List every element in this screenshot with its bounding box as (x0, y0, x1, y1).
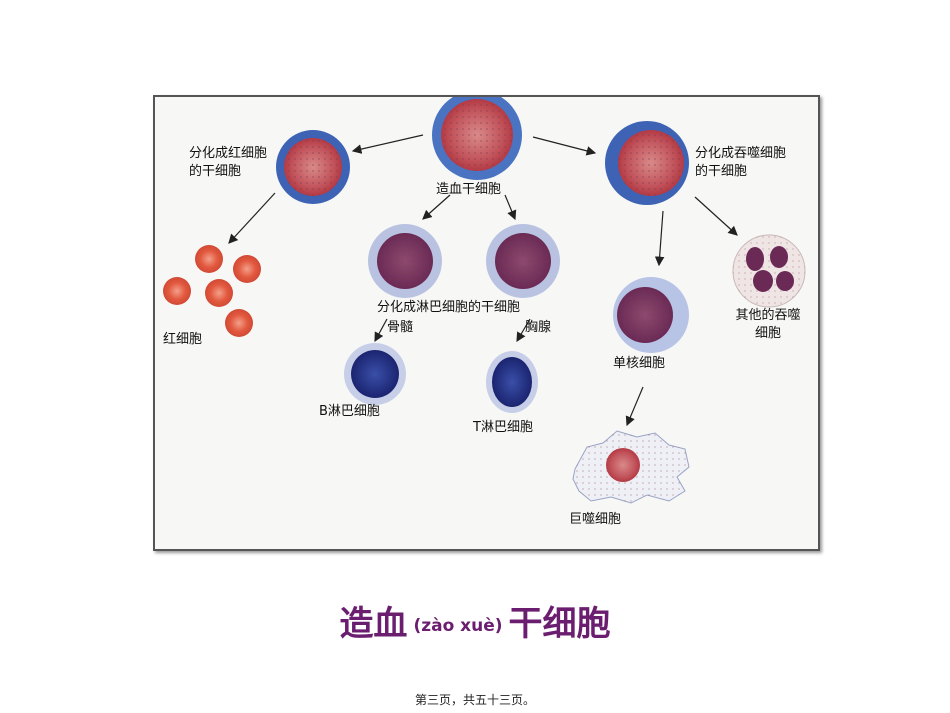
label-t-cell: T淋巴细胞 (473, 420, 533, 435)
macrophage-cell (572, 430, 690, 504)
lymphoid-progenitor-right (486, 224, 560, 298)
monocyte-cell (613, 277, 689, 353)
stem-cell (432, 97, 522, 180)
page-footer: 第三页，共五十三页。 (414, 693, 535, 707)
label-stem-cell: 造血干细胞 (436, 182, 502, 197)
slide-caption: 造血(zào xuè)干细胞 (0, 596, 950, 645)
label-macrophage: 巨噬细胞 (569, 512, 622, 527)
caption-main-a: 造血 (339, 604, 408, 644)
caption-pinyin: (zào xuè) (413, 616, 503, 636)
hematopoiesis-diagram: 造血干细胞 分化成红细胞的干细胞 红细胞 分化成淋巴细胞的干细胞 骨髓 胸腺 B… (153, 95, 820, 551)
arrow-to-b-cell (374, 318, 388, 343)
label-bone-marrow: 骨髓 (387, 320, 414, 335)
label-red-blood-cells: 红细胞 (163, 332, 203, 347)
label-myeloid-progenitor: 分化成吞噬细胞的干细胞 (695, 146, 787, 179)
arrow-to-erythroid (351, 134, 424, 154)
arrow-to-myeloid (532, 136, 597, 156)
caption-main-b: 干细胞 (508, 604, 611, 644)
myeloid-progenitor-cell (605, 121, 689, 205)
arrow-to-macrophage (625, 386, 644, 427)
diagram-drawing (163, 97, 806, 504)
label-thymus: 胸腺 (525, 320, 552, 335)
arrow-to-lymphoid-right (504, 194, 517, 221)
label-b-cell: B淋巴细胞 (319, 404, 380, 419)
red-blood-cells (163, 245, 261, 337)
t-lymphocyte (486, 351, 538, 413)
lymphoid-progenitor-left (368, 224, 442, 298)
arrow-to-monocyte (654, 210, 665, 267)
other-phagocyte-cell (732, 234, 806, 308)
label-erythroid-progenitor: 分化成红细胞的干细胞 (189, 146, 268, 179)
arrow-to-t-cell (516, 318, 531, 343)
arrow-to-lymphoid-left (422, 194, 451, 220)
label-lymphoid-progenitor: 分化成淋巴细胞的干细胞 (377, 300, 521, 315)
label-monocyte: 单核细胞 (613, 356, 666, 371)
arrow-to-rbc (228, 192, 276, 244)
arrow-to-other-phagocytes (694, 196, 738, 236)
b-lymphocyte (344, 343, 406, 405)
arrows (228, 134, 738, 427)
erythroid-progenitor-cell (276, 130, 350, 204)
label-other-phagocytes: 其他的吞噬细胞 (735, 308, 801, 341)
